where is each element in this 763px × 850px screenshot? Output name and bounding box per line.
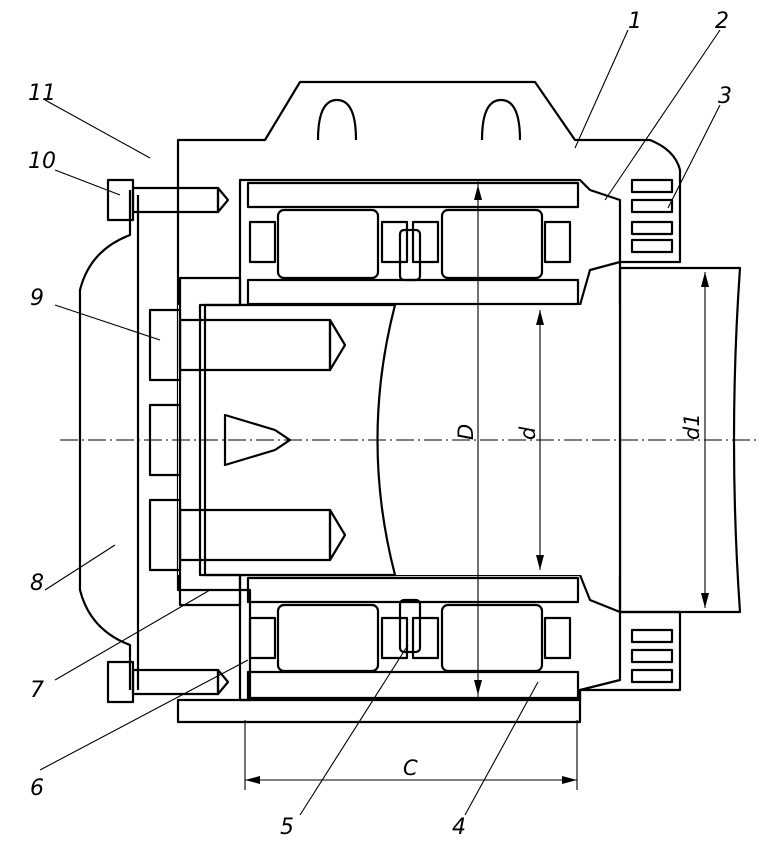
lower-roller-left: [276, 603, 380, 673]
housing-body: [176, 80, 682, 724]
part-label-10: 10: [28, 149, 56, 174]
part-label-9: 9: [30, 286, 44, 311]
part-label-1: 1: [628, 9, 642, 34]
lower-roller-right: [440, 603, 544, 673]
part-label-6: 6: [30, 776, 44, 801]
leader-lines: [39, 29, 721, 816]
front-cover-plate: [178, 276, 242, 607]
upper-roller-left: [276, 208, 380, 280]
part-label-4: 4: [452, 815, 466, 840]
axle-end-bolts: [148, 308, 347, 572]
part-label-2: 2: [715, 9, 729, 34]
axle-end: [198, 303, 397, 577]
part-label-11: 11: [28, 81, 56, 106]
part-label-3: 3: [718, 84, 732, 109]
upper-bearing: [246, 181, 580, 306]
end-cap: [78, 190, 140, 690]
labyrinth-seal: [630, 178, 674, 684]
part-label-7: 7: [30, 678, 44, 703]
part-label-8: 8: [30, 571, 44, 596]
cover-bolts: [106, 178, 230, 704]
upper-roller-right: [440, 208, 544, 280]
center-lines: [60, 180, 760, 700]
dimension-label-d1: d1: [680, 413, 704, 440]
dimension-label-D: D: [454, 424, 478, 440]
dimension-lines: [244, 185, 709, 790]
axle-journal: [618, 266, 742, 614]
lower-bearing: [246, 576, 580, 700]
dimension-label-d: d: [516, 426, 540, 440]
part-label-5: 5: [280, 815, 294, 840]
dimension-label-C: C: [403, 756, 418, 780]
